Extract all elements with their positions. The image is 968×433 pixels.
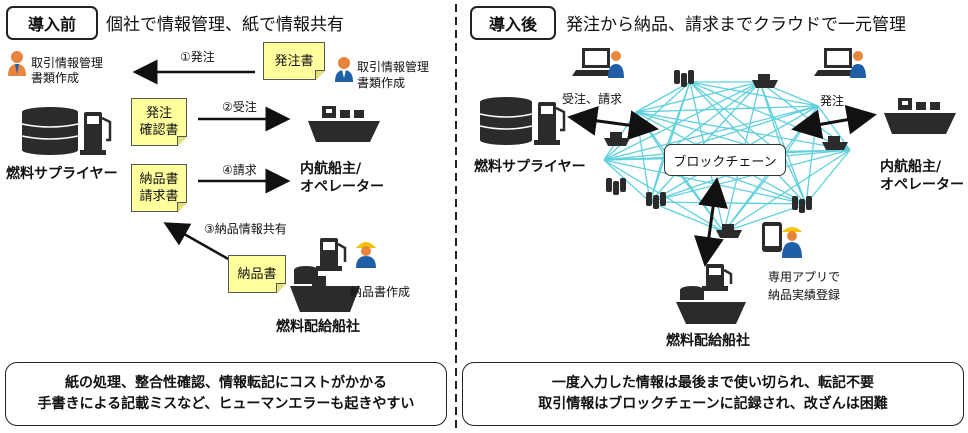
network-link	[723, 149, 851, 233]
step-3-label: ③納品情報共有	[204, 222, 287, 236]
fuel-supplier-icon	[21, 107, 112, 155]
step-1-label: ①発注	[180, 50, 215, 64]
network-link	[783, 155, 807, 205]
after-summary-line2: 取引情報はブロックチェーンに記録され、改ざんは困難	[538, 396, 888, 412]
network-link	[689, 81, 785, 157]
supplier-laptop-icon	[572, 48, 624, 78]
owner-ship-icon	[308, 106, 380, 142]
supplier-chain-arrow	[567, 105, 659, 141]
supplier-person-icon	[8, 51, 26, 76]
right-bunker-ship-icon	[676, 264, 746, 324]
order-document: 発注書	[263, 42, 325, 80]
delivery-note-document: 納品書	[228, 255, 286, 293]
right-fuel-supplier-icon	[479, 97, 566, 145]
peer-tank-icon	[674, 70, 694, 87]
receive-invoice-label: 受注、請求	[562, 92, 623, 106]
step-4-label: ④請求	[222, 163, 257, 177]
owner-chain-arrow	[791, 104, 877, 140]
before-summary-line2: 手書きによる記載ミスなど、ヒューマンエラーも起きやすい	[37, 396, 415, 412]
peer-ship-icon	[752, 74, 778, 88]
delivery-note-label: 納品書	[237, 266, 277, 282]
peer-tank-icon	[606, 178, 626, 195]
network-link	[689, 81, 807, 205]
network-link	[649, 153, 665, 203]
after-summary-line1: 一度入力した情報は最後まで使い切られ、転記不要	[551, 375, 875, 391]
app-caption-line1: 専用アプリで	[768, 270, 841, 284]
blockchain-node: ブロックチェーン	[664, 144, 786, 176]
owner-person-icon	[335, 57, 353, 82]
invoice-document: 納品書 請求書	[131, 164, 187, 212]
owner-caption-line1: 取引情報管理	[357, 60, 430, 74]
owner-laptop-icon	[814, 48, 866, 78]
after-heading: 発注から納品、請求までクラウドで一元管理	[566, 15, 906, 35]
bunker-caption: 納品書作成	[350, 285, 411, 299]
network-link	[603, 153, 665, 161]
peer-ship-icon	[604, 132, 630, 146]
right-owner-ship-icon	[884, 98, 956, 134]
peer-tank-icon	[792, 196, 812, 213]
network-link	[635, 111, 851, 151]
network-link	[649, 201, 807, 205]
supplier-caption-line1: 取引情報管理	[31, 56, 104, 70]
network-link	[649, 149, 851, 203]
owner-caption-line2: 書類作成	[357, 76, 406, 90]
app-caption-line2: 納品実績登録	[768, 288, 841, 302]
supplier-caption-line2: 書類作成	[31, 71, 80, 85]
network-link	[805, 149, 851, 205]
right-supplier-name: 燃料サプライヤー	[474, 159, 586, 175]
right-owner-name-line2: オペレーター	[880, 177, 964, 193]
peer-tank-icon	[646, 192, 666, 209]
left-supplier-name: 燃料サプライヤー	[6, 166, 118, 182]
peer-ship-icon	[716, 224, 742, 238]
right-owner-name-line1: 内航船主/	[880, 159, 942, 175]
tablet-worker-icon	[762, 222, 802, 258]
order-confirm-document: 発注 確認書	[131, 98, 187, 146]
step-2-label: ②受注	[222, 100, 257, 114]
network-link	[603, 81, 761, 161]
before-summary-line1: 紙の処理、整合性確認、情報転記にコストがかかる	[65, 375, 387, 391]
order-confirm-line1: 発注	[145, 106, 172, 121]
network-link	[649, 81, 761, 203]
network-link	[689, 81, 819, 107]
network-link	[759, 81, 785, 157]
after-badge: 導入後	[470, 6, 556, 40]
left-bunker-name: 燃料配給船社	[276, 319, 360, 335]
network-link	[783, 149, 851, 157]
delivery-share-arrow	[163, 222, 231, 262]
invoice-line2: 請求書	[139, 189, 179, 204]
bunker-ship-icon	[290, 238, 360, 312]
before-badge: 導入前	[6, 6, 98, 40]
network-link	[603, 159, 651, 203]
bunker-chain-arrow	[694, 177, 728, 267]
order-label: 発注	[820, 94, 845, 108]
worker-helmet-icon	[356, 242, 376, 268]
left-owner-name-line1: 内航船主/	[300, 161, 362, 177]
after-summary-box: 一度入力した情報は最後まで使い切られ、転記不要 取引情報はブロックチェーンに記録…	[462, 362, 964, 426]
order-confirm-line2: 確認書	[139, 123, 179, 138]
network-link	[603, 105, 819, 161]
network-link	[663, 81, 691, 155]
left-owner-name-line2: オペレーター	[300, 179, 384, 195]
before-summary-box: 紙の処理、整合性確認、情報転記にコストがかかる 手書きによる記載ミスなど、ヒュー…	[5, 362, 447, 426]
before-heading: 個社で情報管理、紙で情報共有	[106, 15, 344, 35]
right-bunker-name: 燃料配給船社	[666, 333, 750, 349]
invoice-line1: 納品書	[139, 172, 179, 187]
order-document-label: 発注書	[274, 53, 314, 69]
peer-ship-icon	[822, 136, 848, 150]
network-link	[663, 81, 761, 155]
network-link	[635, 105, 819, 113]
